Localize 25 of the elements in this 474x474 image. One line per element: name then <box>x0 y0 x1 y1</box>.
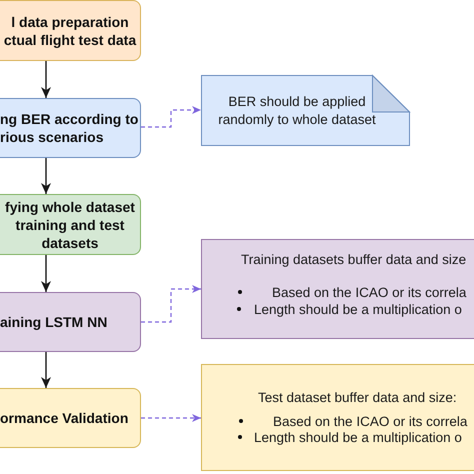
panel-title: Training datasets buffer data and size <box>241 250 466 268</box>
dashed-arrow <box>141 414 201 422</box>
dashed-arrow <box>141 106 201 128</box>
dashed-arrow <box>141 285 201 323</box>
info-panel <box>201 239 474 339</box>
arrow <box>41 352 51 388</box>
box-label: fying whole dataset training and test datasets <box>4 198 136 252</box>
panel-title: Test dataset buffer data and size: <box>258 388 457 406</box>
process-box <box>0 292 141 352</box>
process-box <box>0 98 141 158</box>
info-panel <box>201 364 474 471</box>
process-box <box>0 0 141 61</box>
box-label: aining LSTM NN <box>0 313 108 331</box>
note-text: BER should be applied randomly to whole dataset <box>217 93 377 129</box>
box-label: ormance Validation <box>0 409 130 427</box>
bullet-text: Length should be a multiplication o <box>254 300 462 318</box>
arrow <box>41 255 51 292</box>
arrow <box>41 61 51 98</box>
bullet-text: Based on the ICAO or its correla <box>272 284 466 300</box>
process-box <box>0 388 141 448</box>
box-label: l data preparation ctual flight test data <box>2 12 138 48</box>
bullet-text: Length should be a multiplication o <box>254 428 462 446</box>
bullet-text: Based on the ICAO or its correla <box>273 412 468 430</box>
arrow <box>41 158 51 194</box>
box-label: ng BER according to rious scenarios <box>0 110 140 146</box>
